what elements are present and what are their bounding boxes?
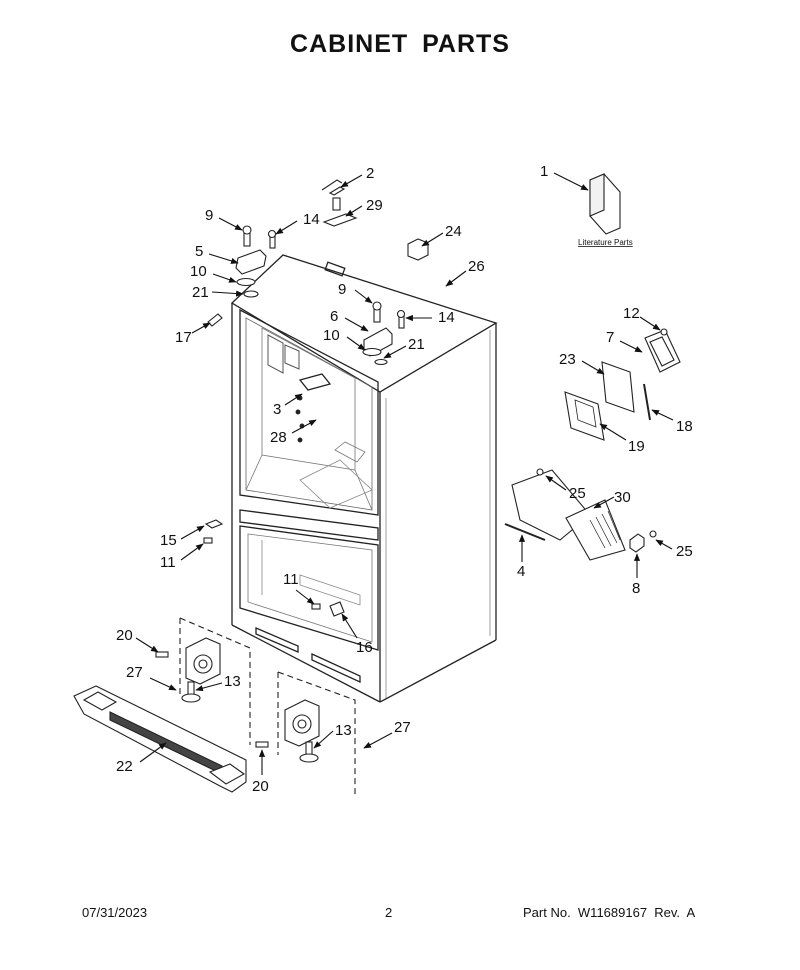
callout-30: 30 bbox=[614, 489, 631, 506]
callout-10-right: 10 bbox=[323, 327, 340, 344]
right-roller-assembly bbox=[255, 671, 356, 795]
callout-4: 4 bbox=[517, 563, 525, 580]
callout-1: 1 bbox=[540, 163, 548, 180]
callout-24: 24 bbox=[445, 223, 462, 240]
callout-13-right: 13 bbox=[335, 722, 352, 739]
callout-27: 27 bbox=[126, 664, 143, 681]
air-duct-assembly bbox=[504, 468, 657, 561]
callout-8: 8 bbox=[632, 580, 640, 597]
callout-29: 29 bbox=[366, 197, 383, 214]
callout-14: 14 bbox=[303, 211, 320, 228]
callout-26: 26 bbox=[468, 258, 485, 275]
callout-11-lower: 11 bbox=[283, 571, 299, 588]
left-hinge-assembly bbox=[207, 225, 277, 327]
callout-10: 10 bbox=[190, 263, 207, 280]
callout-11: 11 bbox=[160, 554, 176, 571]
callout-22: 22 bbox=[116, 758, 133, 775]
cabinet-body bbox=[230, 254, 498, 703]
callout-15: 15 bbox=[160, 532, 177, 549]
callout-17: 17 bbox=[175, 329, 192, 346]
callout-21: 21 bbox=[192, 284, 209, 301]
mullion-parts bbox=[203, 519, 345, 617]
base-grille bbox=[73, 685, 247, 793]
callout-21-right: 21 bbox=[408, 336, 425, 353]
callout-9-right: 9 bbox=[338, 281, 346, 298]
callout-27-right: 27 bbox=[394, 719, 411, 736]
page-title: CABINET PARTS bbox=[290, 30, 510, 58]
callout-18: 18 bbox=[676, 418, 693, 435]
footer-date: 07/31/2023 bbox=[82, 905, 148, 920]
left-roller-assembly bbox=[155, 617, 251, 745]
callout-20-lower: 20 bbox=[252, 778, 269, 795]
footer-page-number: 2 bbox=[385, 905, 393, 920]
leader-lines bbox=[135, 172, 674, 775]
footer-part-number: Part No. W11689167 Rev. A bbox=[523, 905, 696, 920]
callout-28: 28 bbox=[270, 429, 287, 446]
literature-parts bbox=[589, 173, 621, 235]
callout-12: 12 bbox=[623, 305, 640, 322]
callout-25: 25 bbox=[569, 485, 586, 502]
callout-5: 5 bbox=[195, 243, 203, 260]
callout-20: 20 bbox=[116, 627, 133, 644]
callout-9: 9 bbox=[205, 207, 213, 224]
callout-13: 13 bbox=[224, 673, 241, 690]
right-hinge-assembly bbox=[322, 186, 406, 366]
callout-23: 23 bbox=[559, 351, 576, 368]
callout-3: 3 bbox=[273, 401, 281, 418]
callout-2: 2 bbox=[366, 165, 374, 182]
callout-7: 7 bbox=[606, 329, 614, 346]
callout-16: 16 bbox=[356, 639, 373, 656]
callout-19: 19 bbox=[628, 438, 645, 455]
callout-labels: 1 2 9 14 29 24 5 10 21 26 9 17 6 14 10 2… bbox=[116, 163, 693, 795]
callout-6: 6 bbox=[330, 308, 338, 325]
callout-14-right: 14 bbox=[438, 309, 455, 326]
literature-parts-label: Literature Parts bbox=[578, 238, 633, 247]
control-board-assembly bbox=[564, 328, 681, 441]
callout-25-right: 25 bbox=[676, 543, 693, 560]
